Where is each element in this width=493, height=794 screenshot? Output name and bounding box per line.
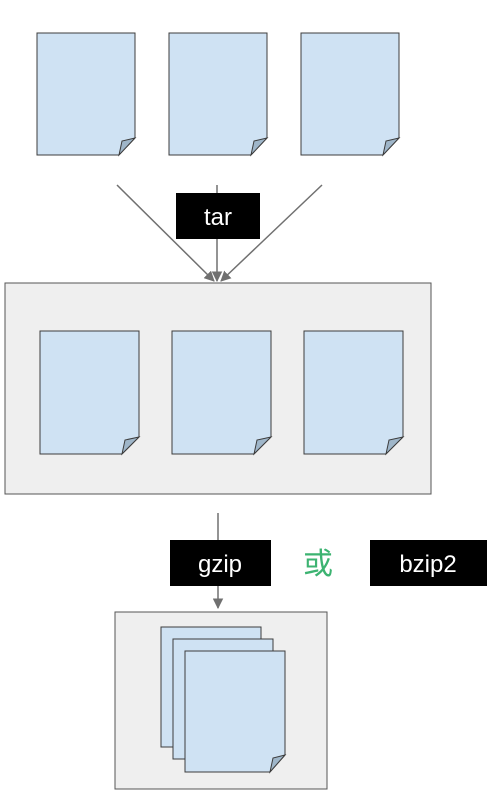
or-text: 或 [303,548,333,581]
file-icon [303,330,405,456]
compressed-archive [114,611,328,790]
file-icon [36,32,137,157]
tar-archive [4,282,432,495]
arrow-right [220,184,323,282]
gzip-label-text: gzip [198,551,242,578]
tar-label-text: tar [204,204,232,231]
file-icon [168,32,269,157]
file-icon [39,330,141,456]
arrow-left [116,184,215,282]
bzip2-label-text: bzip2 [399,551,456,578]
input-files [36,32,401,157]
file-icon [171,330,273,456]
file-icon [300,32,401,157]
file-icon [184,650,287,774]
gzip-label: gzip [170,540,271,586]
tar-label: tar [176,193,260,239]
bzip2-label: bzip2 [370,540,487,586]
